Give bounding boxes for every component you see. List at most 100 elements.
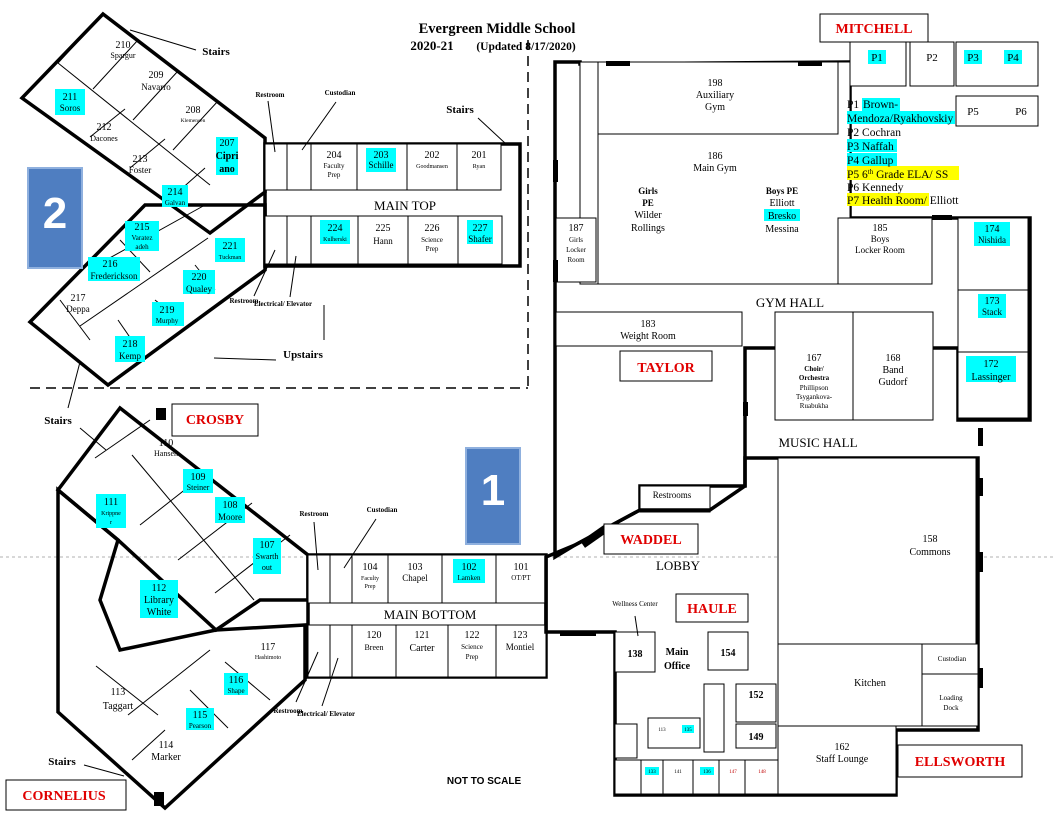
- room-185-num: 185: [873, 223, 888, 234]
- small-room-5: 147: [729, 770, 737, 775]
- girls-pe-a: Girls: [638, 186, 658, 196]
- lower-restroom-label-2: Restroom: [273, 707, 302, 715]
- loading-dock-b: Dock: [943, 704, 959, 712]
- room-209-num: 209: [149, 70, 164, 81]
- room-208-num: 208: [186, 105, 201, 116]
- room-123-name: Montiel: [506, 642, 535, 652]
- room-108-num: 108: [223, 500, 238, 511]
- room-107-name-a: Swarth: [256, 552, 279, 561]
- main-office-a: Main: [666, 647, 689, 658]
- room-204-num: 204: [327, 150, 342, 161]
- room-203-name: Schille: [369, 160, 394, 170]
- portable-p3-label: P3: [967, 52, 979, 64]
- room-215-num: 215: [135, 222, 150, 233]
- floor-badge-2-label: 2: [43, 189, 67, 238]
- upper-custodian-label: Custodian: [325, 89, 356, 97]
- portable-p1-label: P1: [871, 52, 883, 64]
- room-120-num: 120: [367, 630, 382, 641]
- legend-p5-suffix: Grade ELA/ SS: [873, 169, 948, 181]
- room-112-num: 112: [152, 583, 167, 594]
- room-101-name: OT/PT: [511, 574, 531, 582]
- legend-p1-label: P1: [847, 99, 859, 111]
- room-226-num: 226: [425, 223, 440, 234]
- room-113-name: Taggart: [103, 701, 134, 712]
- legend-p5-prefix: P5 6: [847, 169, 868, 181]
- room-220-name: Qualey: [186, 284, 212, 294]
- room-204-name-a: Faculty: [324, 162, 345, 170]
- room-113-num: 113: [111, 687, 126, 698]
- room-104-num: 104: [363, 562, 378, 573]
- hall-haule: HAULE: [687, 602, 737, 617]
- floor-badge-1: [465, 447, 521, 545]
- kitchen-label: Kitchen: [854, 678, 886, 689]
- room-167-a: Choir/: [804, 365, 825, 373]
- room-174-name: Nishida: [978, 235, 1006, 245]
- lower-floor: 1 110 Hansen 109 Steiner 108 Moore 107 S…: [48, 405, 548, 811]
- room-204-name-b: Prep: [328, 171, 341, 179]
- room-168-b: Gudorf: [879, 377, 909, 388]
- room-211-num: 211: [63, 92, 78, 103]
- room-152-num: 152: [749, 690, 764, 701]
- lobby-label: LOBBY: [656, 558, 701, 573]
- main-bottom-label: MAIN BOTTOM: [384, 607, 477, 622]
- room-167-c: Phillipson: [800, 384, 829, 392]
- upper-restroom-label-2: Restroom: [229, 297, 258, 305]
- room-207-num: 207: [220, 138, 235, 149]
- room-218-num: 218: [123, 339, 138, 350]
- gym-hall-label: GYM HALL: [756, 295, 824, 310]
- upper-floor: 2 210 Spargur 209 Navarro 208 Klemensen …: [19, 11, 522, 451]
- room-173-name: Stack: [982, 307, 1002, 317]
- girls-pe-c: Wilder: [634, 210, 662, 221]
- gym-block: 198 Auxiliary Gym 186 Main Gym Girls PE …: [553, 60, 1032, 688]
- legend-p3: P3 Naffah: [847, 141, 894, 153]
- room-117-num: 117: [261, 642, 276, 653]
- room-138-num: 138: [628, 649, 643, 660]
- small-room-3: 141: [674, 770, 682, 775]
- room-112-name-b: White: [147, 607, 172, 618]
- room-210-num: 210: [116, 40, 131, 51]
- small-room-4: 136: [703, 770, 711, 775]
- room-187-a: Girls: [569, 236, 583, 244]
- room-111-name-b: r: [110, 520, 112, 526]
- room-202-name: Goodmansen: [416, 164, 448, 170]
- room-220-num: 220: [192, 272, 207, 283]
- legend-p7: P7 Health Room/ Elliott: [847, 195, 959, 207]
- room-198-name-a: Auxiliary: [696, 90, 734, 101]
- room-111-num: 111: [104, 497, 118, 508]
- office-commons-block: 158 Commons LOBBY Wellness Center 138 Ma…: [544, 456, 980, 797]
- room-214-name: Galvan: [165, 199, 186, 207]
- room-112-name-a: Library: [144, 595, 174, 606]
- hall-waddel: WADDEL: [620, 533, 681, 548]
- upper-restroom-label: Restroom: [255, 91, 284, 99]
- room-187-c: Room: [567, 256, 585, 264]
- room-110-name: Hansen: [154, 449, 178, 458]
- room-109-name: Steiner: [187, 483, 210, 492]
- room-174-num: 174: [985, 224, 1000, 235]
- room-167-e: Ruabukha: [800, 402, 829, 410]
- main-office-b: Office: [664, 661, 691, 672]
- legend-p1-name-a: Brown-: [863, 99, 898, 111]
- portable-p5-label: P5: [967, 106, 979, 118]
- room-186-name: Main Gym: [693, 163, 737, 174]
- portable-p5-p6: [955, 95, 1039, 127]
- room-212-name: Dacones: [90, 134, 118, 143]
- hall-cornelius-box: [5, 779, 127, 811]
- legend-p4: P4 Gallup: [847, 155, 894, 167]
- small-room-0: 113: [658, 728, 666, 733]
- room-219-num: 219: [160, 305, 175, 316]
- room-117-name: Hashimoto: [255, 655, 281, 661]
- hall-labels: MITCHELL CROSBY TAYLOR WADDEL HAULE ELLS…: [5, 13, 1023, 811]
- floor-badge-2: [27, 167, 83, 269]
- hall-crosby-box: [171, 403, 259, 437]
- room-225-num: 225: [376, 223, 391, 234]
- room-122-name-b: Prep: [466, 653, 479, 661]
- room-225-name: Hann: [373, 236, 393, 246]
- room-172-num: 172: [984, 359, 999, 370]
- hall-mitchell-box: [819, 13, 929, 43]
- room-221-num: 221: [223, 241, 238, 252]
- room-219-name: Murphy: [156, 317, 179, 325]
- map-subtitle-updated: (Updated 8/17/2020): [476, 41, 576, 53]
- room-116-num: 116: [229, 675, 244, 686]
- room-213-num: 213: [133, 154, 148, 165]
- room-122-num: 122: [465, 630, 480, 641]
